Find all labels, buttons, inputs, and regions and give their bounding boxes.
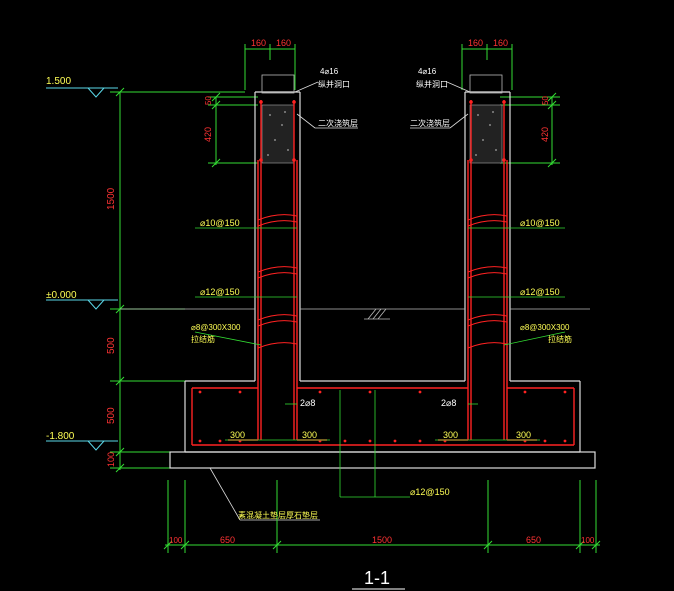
dim-160-right-b: 160 <box>493 38 508 48</box>
elevation-markers <box>46 87 118 451</box>
section-title: 1-1 <box>364 568 390 588</box>
dim-1500-bottom: 1500 <box>372 535 392 545</box>
top-wall-dims <box>244 44 513 90</box>
bottom-dims <box>163 480 601 553</box>
dim-160-left-b: 160 <box>276 38 291 48</box>
wall-cap-hatch <box>261 74 503 94</box>
label-tie-left-2: 拉结筋 <box>191 334 215 344</box>
dim-100-vertical: 100 <box>106 452 116 467</box>
dim-160-left-a: 160 <box>251 38 266 48</box>
label-top-bar-left-2: 纵并洞口 <box>318 79 350 89</box>
label-cushion: 素混凝土垫层厚石垫层 <box>238 510 318 520</box>
dim-50-right: 50 <box>541 96 550 105</box>
dim-420-right: 420 <box>540 127 550 142</box>
label-top-bar-right-1: 4⌀16 <box>418 67 437 76</box>
cap-dims <box>208 92 560 168</box>
label-top-bar-left-1: 4⌀16 <box>320 67 339 76</box>
label-secondary-pour-right: 二次浇筑层 <box>410 118 450 128</box>
dim-300-3: 300 <box>443 430 458 440</box>
label-secondary-pour-left: 二次浇筑层 <box>318 118 358 128</box>
elevation-ground-label: ±0.000 <box>46 290 77 301</box>
rebar-lines <box>191 100 575 446</box>
wall-stirrups <box>257 214 508 349</box>
label-rebar-mid-right: ⌀12@150 <box>520 287 560 297</box>
dim-1500-vertical: 1500 <box>106 187 117 210</box>
dim-160-right-a: 160 <box>468 38 483 48</box>
dim-650-bottom-right: 650 <box>526 535 541 545</box>
label-tie-right-1: ⌀8@300X300 <box>520 323 570 332</box>
elevation-top-label: 1.500 <box>46 76 71 87</box>
elevation-bottom-label: -1.800 <box>46 431 75 442</box>
dim-300-2: 300 <box>302 430 317 440</box>
rebar-leaders <box>194 227 566 498</box>
label-rebar-upper-right: ⌀10@150 <box>520 218 560 228</box>
secondary-pour-dots <box>267 111 497 156</box>
dim-420-left: 420 <box>203 127 213 142</box>
dim-650-bottom-left: 650 <box>220 535 235 545</box>
dim-50-left: 50 <box>204 96 213 105</box>
label-bar-2-left: 2⌀8 <box>300 398 315 408</box>
dim-500-upper: 500 <box>106 337 117 354</box>
dim-300-4: 300 <box>516 430 531 440</box>
secondary-pour-zone <box>261 104 503 164</box>
vertical-dimension-chain <box>110 87 245 473</box>
dim-100-bottom-left: 100 <box>169 536 183 545</box>
label-tie-left-1: ⌀8@300X300 <box>191 323 241 332</box>
concrete-outline <box>169 91 596 469</box>
label-tie-right-2: 拉结筋 <box>548 334 572 344</box>
leader-lines <box>209 81 471 521</box>
label-rebar-upper-left: ⌀10@150 <box>200 218 240 228</box>
dim-500-lower: 500 <box>106 407 117 424</box>
ground-line <box>120 308 590 320</box>
label-top-bar-right-2: 纵并洞口 <box>416 79 448 89</box>
rebar-dots <box>198 100 567 443</box>
label-bottom-rebar: ⌀12@150 <box>410 487 450 497</box>
dim-100-bottom-right: 100 <box>581 536 595 545</box>
label-rebar-mid-left: ⌀12@150 <box>200 287 240 297</box>
dim-300-1: 300 <box>230 430 245 440</box>
label-bar-2-right: 2⌀8 <box>441 398 456 408</box>
